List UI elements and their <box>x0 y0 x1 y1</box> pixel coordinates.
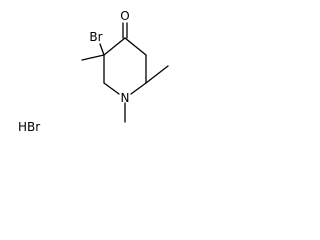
bond-c6-n1 <box>130 82 147 95</box>
counter-ion-label: HBr <box>18 120 40 134</box>
bromine-label: Br <box>89 30 102 44</box>
bond-c3-br <box>99 43 105 56</box>
structure-diagram: O Br N HBr <box>18 9 169 134</box>
nitrogen-label: N <box>121 91 130 105</box>
bond-c4-c5 <box>124 37 147 56</box>
bond-c6-methyl <box>145 65 169 84</box>
bond-c4-c3 <box>103 37 126 56</box>
bond-n1-c2 <box>103 82 120 95</box>
oxygen-label: O <box>120 9 129 23</box>
bond-c3-methyl <box>81 54 105 61</box>
